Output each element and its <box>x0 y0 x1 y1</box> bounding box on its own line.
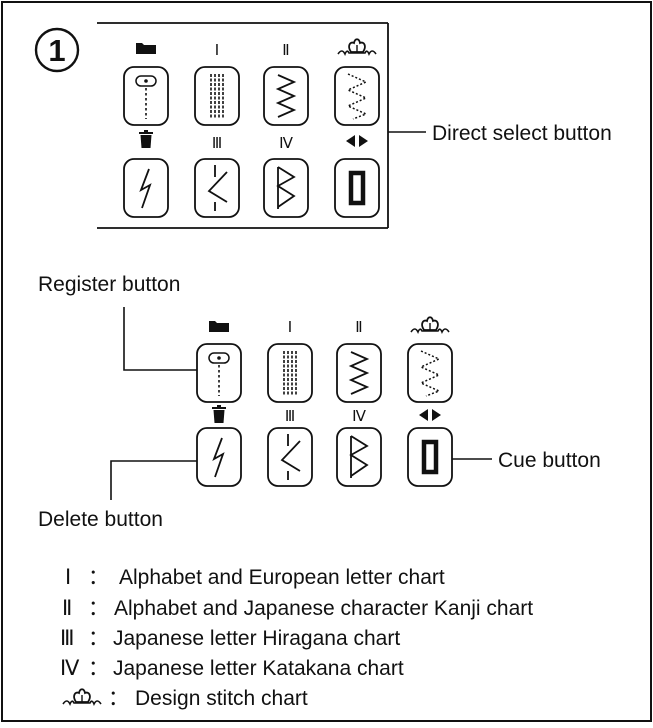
cue-button[interactable] <box>408 428 452 486</box>
left-right-arrows-icon <box>419 409 441 421</box>
legend-item: Ⅳ ： Japanese letter Katakana chart <box>60 656 404 680</box>
cue-button[interactable] <box>335 159 379 217</box>
register-leader <box>123 307 197 371</box>
chart-label-3: Ⅲ <box>212 136 222 152</box>
delete-button[interactable] <box>197 428 241 486</box>
register-button[interactable] <box>197 344 241 402</box>
alphabet-kanji-chart-button[interactable] <box>264 67 308 125</box>
chart-label-1: Ⅰ <box>288 320 292 336</box>
direct-select-label: Direct select button <box>432 122 612 145</box>
legend-separator: ： <box>88 566 109 589</box>
trash-icon <box>139 130 153 148</box>
legend-text: Design stitch chart <box>135 687 308 710</box>
delete-button[interactable] <box>124 159 168 217</box>
alphabet-european-chart-button[interactable] <box>268 344 312 402</box>
design-stitch-chart-button[interactable] <box>408 344 452 402</box>
legend-separator: ： <box>88 657 109 680</box>
chart-label-2: Ⅱ <box>282 43 289 59</box>
legend-item: Ⅲ ： Japanese letter Hiragana chart <box>60 626 400 650</box>
hiragana-chart-button[interactable] <box>195 159 239 217</box>
legend-item: Ⅱ ： Alphabet and Japanese character Kanj… <box>62 596 533 620</box>
legend-item: ： Design stitch chart <box>62 687 308 710</box>
left-right-arrows-icon <box>346 135 368 147</box>
delete-label: Delete button <box>38 508 163 531</box>
legend-separator: ： <box>108 687 129 710</box>
step-number: 1 <box>48 33 65 68</box>
alphabet-european-chart-button[interactable] <box>195 67 239 125</box>
button-panel-bottom: Ⅰ Ⅱ Ⅲ Ⅳ <box>197 316 452 486</box>
legend-symbol: Ⅱ <box>62 596 72 620</box>
chart-label-4: Ⅳ <box>352 409 366 425</box>
legend-text: Alphabet and Japanese character Kanji ch… <box>114 597 533 620</box>
step-number-badge: 1 <box>34 27 80 73</box>
trash-icon <box>212 405 226 423</box>
alphabet-kanji-chart-button[interactable] <box>337 344 381 402</box>
legend-symbol: Ⅰ <box>65 565 71 589</box>
chart-label-1: Ⅰ <box>215 43 219 59</box>
chart-label-4: Ⅳ <box>279 136 293 152</box>
katakana-chart-button[interactable] <box>264 159 308 217</box>
cue-label: Cue button <box>498 449 601 472</box>
design-stitch-chart-button[interactable] <box>335 67 379 125</box>
design-stitch-icon <box>62 688 102 705</box>
legend-text: Japanese letter Katakana chart <box>113 657 404 680</box>
legend: Ⅰ ： Alphabet and European letter chart Ⅱ… <box>60 565 533 710</box>
legend-separator: ： <box>88 597 109 620</box>
chart-label-2: Ⅱ <box>355 320 362 336</box>
folder-icon <box>209 321 229 332</box>
button-panel-top: Ⅰ Ⅱ Ⅲ Ⅳ <box>97 22 389 229</box>
legend-text: Japanese letter Hiragana chart <box>113 627 400 650</box>
design-stitch-icon <box>410 316 450 333</box>
delete-leader <box>110 460 197 500</box>
register-label: Register button <box>38 273 180 296</box>
legend-symbol: Ⅲ <box>60 626 74 650</box>
legend-symbol: Ⅳ <box>60 656 80 680</box>
design-stitch-icon <box>337 38 377 55</box>
chart-label-3: Ⅲ <box>285 409 295 425</box>
legend-text: Alphabet and European letter chart <box>119 566 445 589</box>
legend-item: Ⅰ ： Alphabet and European letter chart <box>65 565 445 589</box>
folder-icon <box>136 43 156 54</box>
katakana-chart-button[interactable] <box>337 428 381 486</box>
register-button[interactable] <box>124 67 168 125</box>
hiragana-chart-button[interactable] <box>268 428 312 486</box>
legend-separator: ： <box>88 627 109 650</box>
